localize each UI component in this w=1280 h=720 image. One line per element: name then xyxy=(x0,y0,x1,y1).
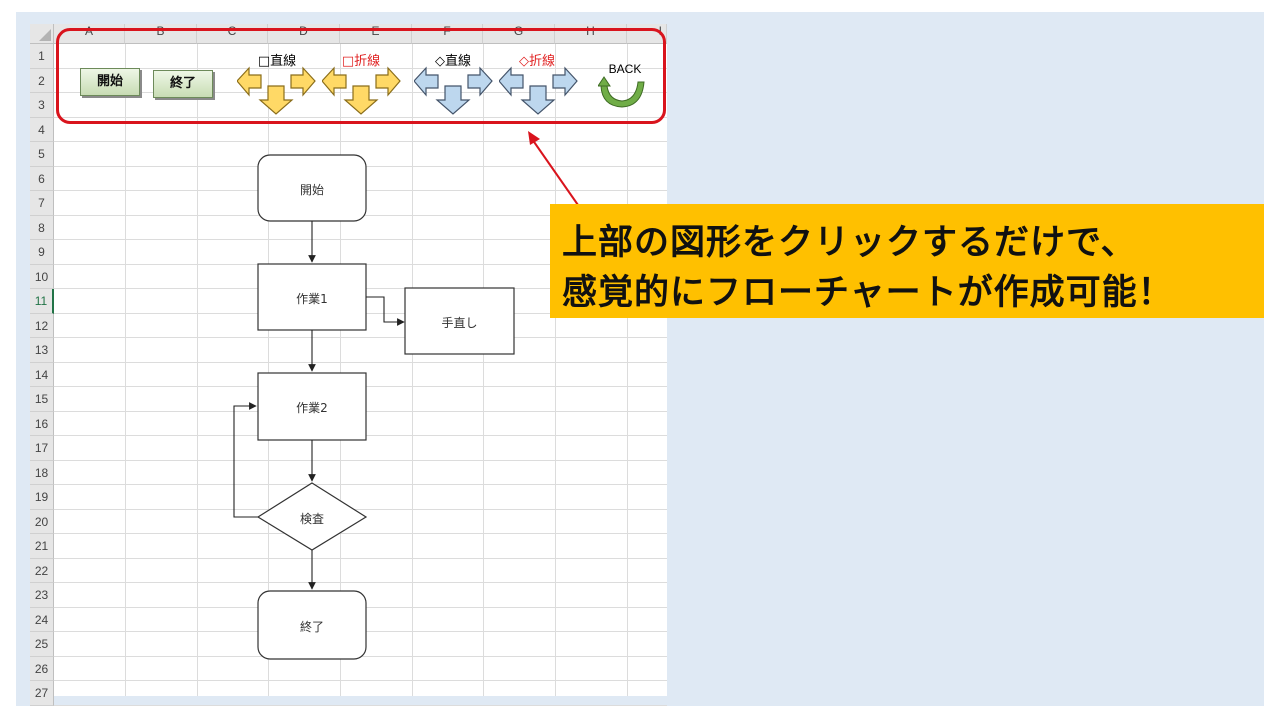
callout-line-2: 感覚的にフローチャートが作成可能！ xyxy=(562,273,1174,313)
gridline xyxy=(483,44,484,696)
gridline xyxy=(54,116,667,118)
row-header[interactable]: 2 xyxy=(30,68,54,93)
back-arrow-icon[interactable] xyxy=(598,74,648,108)
row-header[interactable]: 22 xyxy=(30,558,54,583)
row-header[interactable]: 9 xyxy=(30,240,54,265)
connector xyxy=(233,402,258,518)
row-header[interactable]: 18 xyxy=(30,460,54,485)
row-header[interactable]: 4 xyxy=(30,117,54,142)
end-node xyxy=(257,590,367,660)
gridline xyxy=(54,337,667,338)
row-header[interactable]: 21 xyxy=(30,534,54,559)
row-header[interactable]: 24 xyxy=(30,607,54,632)
gridline xyxy=(125,44,126,696)
row-header[interactable]: 1 xyxy=(30,44,54,69)
tool-label-square-elbow: □折線 xyxy=(341,54,381,69)
row-header[interactable]: 23 xyxy=(30,583,54,608)
gridline xyxy=(197,44,198,696)
row-header[interactable]: 25 xyxy=(30,632,54,657)
row-header[interactable]: 3 xyxy=(30,93,54,118)
gridline xyxy=(54,508,667,510)
gridline xyxy=(54,361,667,363)
callout-line-1: 上部の図形をクリックするだけで、 xyxy=(562,223,1137,263)
row-header[interactable]: 5 xyxy=(30,142,54,167)
toolbar-highlight-frame xyxy=(56,28,666,124)
row-header[interactable]: 14 xyxy=(30,362,54,387)
start-node-label: 開始 xyxy=(299,183,324,197)
start-button[interactable]: 開始 xyxy=(80,68,140,96)
connector xyxy=(366,296,405,326)
row-header[interactable]: 16 xyxy=(30,411,54,436)
row-header[interactable]: 26 xyxy=(30,656,54,681)
gridline xyxy=(54,680,667,681)
rework-node-label: 手直し xyxy=(441,316,478,330)
gridline xyxy=(54,533,667,534)
end-node-label: 終了 xyxy=(299,620,324,634)
inspection-node-label: 検査 xyxy=(299,512,324,526)
row-header[interactable]: 10 xyxy=(30,264,54,289)
row-header[interactable]: 19 xyxy=(30,485,54,510)
gridline xyxy=(54,704,667,706)
arrow-cluster-icon[interactable] xyxy=(237,66,317,116)
row-header[interactable]: 13 xyxy=(30,338,54,363)
row-header[interactable]: 7 xyxy=(30,191,54,216)
arrow-cluster-icon[interactable] xyxy=(322,66,402,116)
gridline xyxy=(627,44,628,696)
pointer-arrow-icon xyxy=(528,131,579,206)
arrow-cluster-icon[interactable] xyxy=(499,66,579,116)
rework-node xyxy=(404,287,515,355)
gridline xyxy=(340,44,341,696)
gridline xyxy=(54,484,667,485)
row-header[interactable]: 8 xyxy=(30,215,54,240)
arrow-cluster-icon[interactable] xyxy=(414,66,494,116)
tool-label-diamond-elbow: ◇折線 xyxy=(519,54,555,69)
gridline xyxy=(54,239,667,240)
task1-node-label: 作業1 xyxy=(296,292,328,306)
row-header[interactable]: 6 xyxy=(30,166,54,191)
row-header[interactable]: 11 xyxy=(30,289,54,314)
task2-node-label: 作業2 xyxy=(296,401,328,415)
gridline xyxy=(555,44,556,696)
callout-box xyxy=(550,204,1264,318)
gridline xyxy=(412,44,413,696)
tool-label-square-straight: □直線 xyxy=(257,54,297,69)
row-header[interactable]: 17 xyxy=(30,436,54,461)
gridline xyxy=(54,141,667,142)
gridline xyxy=(54,67,667,69)
gridline xyxy=(54,557,667,559)
gridline xyxy=(268,44,269,696)
task2-node xyxy=(257,372,367,441)
back-label[interactable]: BACK xyxy=(608,62,642,76)
gridline xyxy=(54,582,667,583)
row-header[interactable]: 12 xyxy=(30,313,54,338)
row-header[interactable]: 27 xyxy=(30,681,54,706)
flowchart-diagram xyxy=(233,154,515,660)
select-all-corner[interactable] xyxy=(30,24,54,44)
row-header[interactable]: 15 xyxy=(30,387,54,412)
tool-label-diamond-straight: ◇直線 xyxy=(435,54,471,69)
end-button[interactable]: 終了 xyxy=(153,70,213,98)
row-header[interactable]: 20 xyxy=(30,509,54,534)
gridline xyxy=(54,459,667,461)
spreadsheet-grid[interactable] xyxy=(30,24,667,696)
